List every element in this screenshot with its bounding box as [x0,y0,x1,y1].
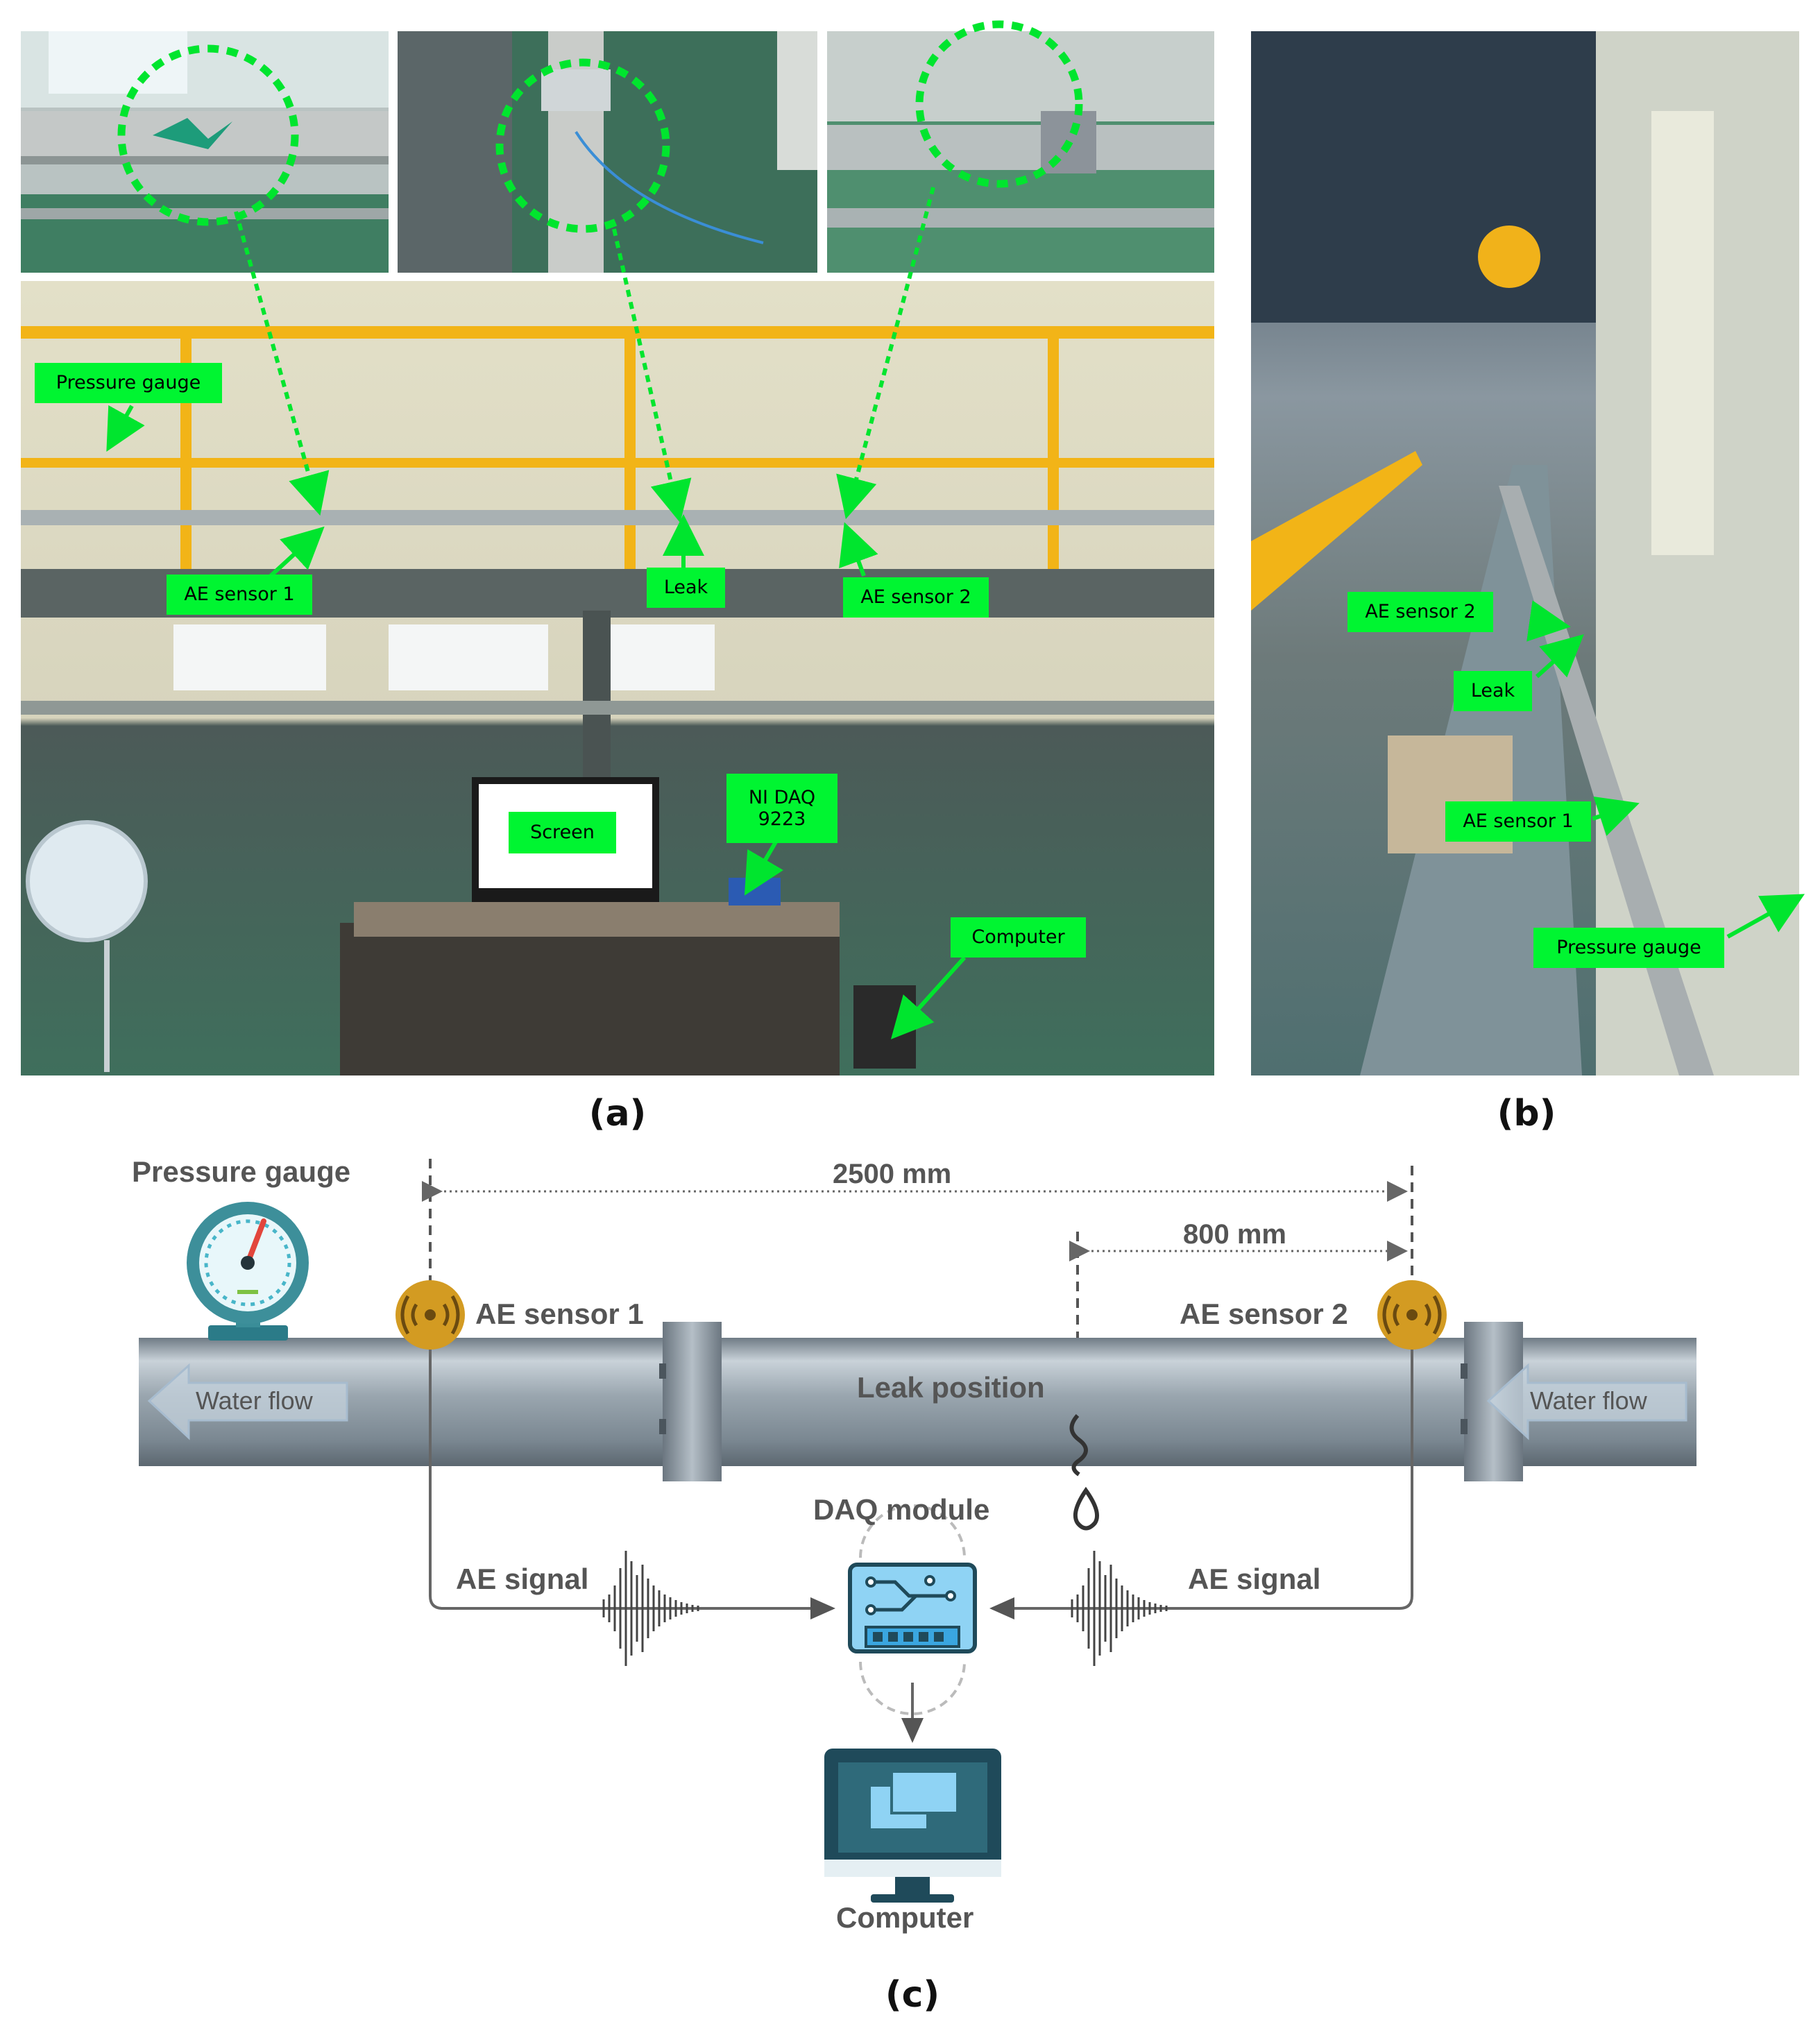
callout-a-pressure-gauge: Pressure gauge [35,363,222,403]
ae-waveform-left [602,1551,699,1666]
label-c-ae-sensor-2: AE sensor 2 [1180,1298,1348,1330]
label-c-computer: Computer [836,1901,974,1934]
water-flow-right-arrow [1486,1363,1687,1440]
computer-icon [824,1749,1001,1903]
water-flow-left-arrow [147,1363,348,1440]
inset-photo-sensor-2 [827,20,1214,273]
callout-a-screen: Screen [509,812,616,853]
label-c-pressure-gauge: Pressure gauge [132,1155,351,1188]
pipe [139,1338,1696,1466]
callout-a-leak: Leak [647,568,725,608]
label-c-ae-signal-right: AE signal [1188,1563,1321,1595]
label-c-ae-signal-left: AE signal [456,1563,589,1595]
inset-photo-sensor-1 [21,31,389,273]
caption-b: (b) [1497,1093,1556,1134]
label-c-distance-total: 2500 mm [833,1159,952,1189]
callout-a-ni-daq: NI DAQ 9223 [726,774,837,843]
flange-left [663,1322,722,1481]
callout-a-computer: Computer [951,917,1086,958]
label-c-water-flow-right: Water flow [1530,1386,1647,1415]
callout-b-ae-sensor-1: AE sensor 1 [1445,801,1591,842]
ae-waveform-right [1071,1551,1168,1666]
caption-a: (a) [588,1093,647,1134]
callout-b-leak: Leak [1454,671,1532,711]
callout-b-ae-sensor-2: AE sensor 2 [1347,592,1493,632]
label-c-daq-module: DAQ module [813,1493,990,1526]
ae-sensor-2-icon [1377,1280,1447,1350]
label-c-ae-sensor-1: AE sensor 1 [475,1298,644,1330]
callout-a-ae-sensor-2: AE sensor 2 [843,577,989,618]
panel-b-photo [1251,31,1799,1075]
leak-drop-icon [1069,1413,1099,1531]
label-c-water-flow-left: Water flow [196,1386,313,1415]
pressure-gauge-icon [187,1202,309,1341]
callout-a-ae-sensor-1: AE sensor 1 [167,575,312,615]
panel-c-diagram [139,1159,1696,1903]
inset-photo-leak [398,31,817,273]
label-c-distance-leak: 800 mm [1183,1219,1286,1250]
callout-b-pressure-gauge: Pressure gauge [1533,928,1724,968]
ae-sensor-1-icon [396,1280,465,1350]
caption-c: (c) [885,1974,940,2016]
daq-module-icon [848,1504,977,1715]
label-c-leak-position: Leak position [857,1371,1045,1404]
